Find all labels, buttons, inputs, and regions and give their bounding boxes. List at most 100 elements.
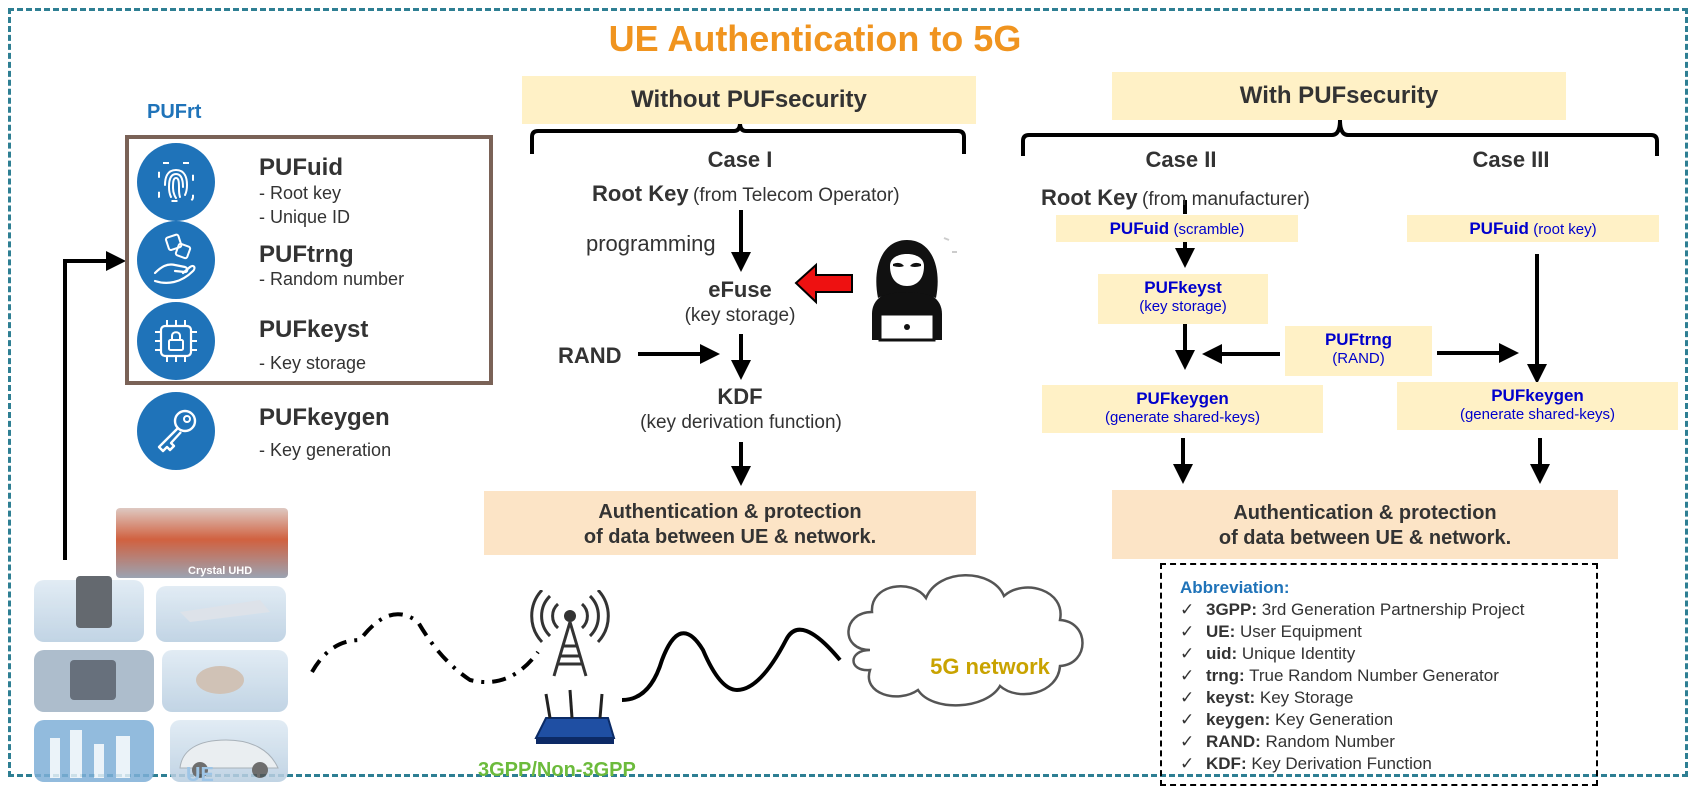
rand-label: RAND [558, 343, 622, 368]
check-icon: ✓ [1180, 622, 1195, 641]
cloud-icon [847, 574, 1084, 707]
with-brace [1021, 119, 1659, 156]
attack-arrow [794, 262, 853, 305]
abbreviation-key: UE: [1206, 622, 1236, 641]
ue-to-pufrt-arrow [63, 251, 126, 560]
abbreviation-value: Key Generation [1270, 710, 1394, 729]
hacker-icon [872, 237, 957, 342]
abbreviation-item: ✓ UE: User Equipment [1180, 621, 1596, 643]
pufuid-desc-1: - Root key [259, 183, 342, 203]
check-icon: ✓ [1180, 688, 1195, 707]
pufuid-desc-2: - Unique ID [259, 207, 351, 227]
abbreviation-key: keyst: [1206, 688, 1256, 707]
dashed-frame [8, 8, 1688, 777]
dice-hand-icon [137, 221, 215, 299]
pufkeygen-desc: - Key generation [259, 440, 392, 460]
check-icon: ✓ [1180, 732, 1195, 751]
pufkeyst-desc: - Key storage [259, 353, 367, 373]
case23-auth-line-2: of data between UE & network. [1218, 527, 1512, 549]
puftrng-name: PUFtrng [259, 241, 354, 268]
case-1-label: Case I [707, 147, 773, 172]
abbreviation-item: ✓ keyst: Key Storage [1180, 687, 1596, 709]
pufkeygen-b-title: PUFkeygen [1491, 386, 1584, 405]
programming-label: programming [586, 231, 716, 256]
with-pufsecurity-header: With PUFsecurity [1112, 72, 1566, 120]
abbreviation-item: ✓ 3GPP: 3rd Generation Partnership Projec… [1180, 599, 1596, 621]
wired-wave-line [621, 627, 842, 702]
check-icon: ✓ [1180, 600, 1195, 619]
pufkeygen-name: PUFkeygen [259, 404, 390, 431]
abbreviation-key: trng: [1206, 666, 1245, 685]
kdf-label: KDF [717, 384, 763, 409]
abbreviation-value: Unique Identity [1237, 644, 1356, 663]
puftrng-sub: (RAND) [1332, 350, 1385, 367]
abbreviation-value: True Random Number Generator [1244, 666, 1499, 685]
pufkeyst-sub: (key storage) [1139, 298, 1227, 315]
abbreviation-value: Key Derivation Function [1246, 754, 1432, 773]
wireless-signal-dashdot [310, 612, 540, 685]
kdf-sub: (key derivation function) [640, 412, 842, 433]
ue-devices-collage: Crystal UHD [34, 508, 288, 782]
pufuid-name: PUFuid [259, 154, 343, 181]
pufuid-scramble-title: PUFuid [1109, 219, 1170, 238]
abbreviation-key: 3GPP: [1206, 600, 1258, 619]
case1-auth-line-2: of data between UE & network. [583, 526, 877, 548]
check-icon: ✓ [1180, 754, 1195, 773]
abbreviation-key: keygen: [1206, 710, 1271, 729]
network-label: 5G network [930, 654, 1050, 679]
key-icon [137, 392, 215, 470]
root-key-label-2: Root Key [1041, 185, 1138, 210]
abbreviation-title: Abbreviation: [1180, 578, 1290, 597]
case23-root-key: Root Key (from manufacturer) [1041, 185, 1310, 211]
abbreviation-value: Random Number [1260, 732, 1395, 751]
case1-root-key: Root Key (from Telecom Operator) [592, 181, 900, 207]
pufrt-heading: PUFrt [147, 101, 202, 123]
root-key-label: Root Key [592, 181, 689, 206]
case-3-label: Case III [1472, 147, 1550, 172]
without-pufsecurity-header: Without PUFsecurity [522, 76, 976, 124]
pufuid-scramble-sub: (scramble) [1173, 221, 1245, 238]
router-icon [534, 689, 616, 744]
case1-auth-box: Authentication & protection of data betw… [484, 491, 976, 555]
tv-caption: Crystal UHD [188, 565, 252, 577]
pufkeyst-name: PUFkeyst [259, 316, 369, 343]
abbreviation-item: ✓KDF: Key Derivation Function [1180, 753, 1596, 775]
case23-auth-box: Authentication & protection of data betw… [1112, 490, 1618, 559]
abbreviation-value: 3rd Generation Partnership Project [1257, 600, 1525, 619]
pufkeygen-a-box: PUFkeygen (generate shared-keys) [1042, 385, 1323, 433]
efuse-label: eFuse [708, 277, 772, 302]
abbreviation-key: RAND: [1206, 732, 1261, 751]
pufkeygen-a-title: PUFkeygen [1136, 389, 1229, 408]
efuse-sub: (key storage) [684, 305, 796, 326]
abbreviation-item: ✓ uid: Unique Identity [1180, 643, 1596, 665]
check-icon: ✓ [1180, 710, 1195, 729]
pufkeygen-a-sub: (generate shared-keys) [1104, 409, 1261, 426]
abbreviation-value: Key Storage [1255, 688, 1354, 707]
abbreviation-item: ✓ trng: True Random Number Generator [1180, 665, 1596, 687]
tower-label: 3GPP/Non-3GPP [478, 759, 636, 781]
pufuid-rootkey-title: PUFuid [1469, 219, 1529, 238]
check-icon: ✓ [1180, 644, 1195, 663]
fingerprint-icon [137, 143, 215, 221]
check-icon: ✓ [1180, 666, 1195, 685]
cell-tower-icon [530, 590, 616, 744]
page-title: UE Authentication to 5G [608, 18, 1022, 59]
abbreviation-list: ✓ 3GPP: 3rd Generation Partnership Projec… [1180, 599, 1596, 775]
pufuid-rootkey-sub: (root key) [1533, 221, 1597, 238]
case1-auth-line-1: Authentication & protection [598, 501, 862, 523]
pufkeyst-box: PUFkeyst (key storage) [1098, 274, 1268, 324]
pufkeygen-b-box: PUFkeygen (generate shared-keys) [1397, 382, 1678, 430]
puftrng-title: PUFtrng [1324, 330, 1393, 349]
ue-label: UE [186, 764, 214, 786]
root-key-source: (from Telecom Operator) [693, 185, 900, 206]
pufuid-rootkey-box: PUFuid (root key) [1407, 215, 1659, 242]
abbreviation-value: User Equipment [1235, 622, 1362, 641]
abbreviation-box: Abbreviation: ✓ 3GPP: 3rd Generation Part… [1160, 563, 1598, 786]
chip-lock-icon [137, 302, 215, 380]
abbreviation-key: uid: [1206, 644, 1238, 663]
pufkeygen-b-sub: (generate shared-keys) [1459, 406, 1616, 423]
case-2-label: Case II [1145, 147, 1217, 172]
abbreviation-item: ✓ RAND: Random Number [1180, 731, 1596, 753]
